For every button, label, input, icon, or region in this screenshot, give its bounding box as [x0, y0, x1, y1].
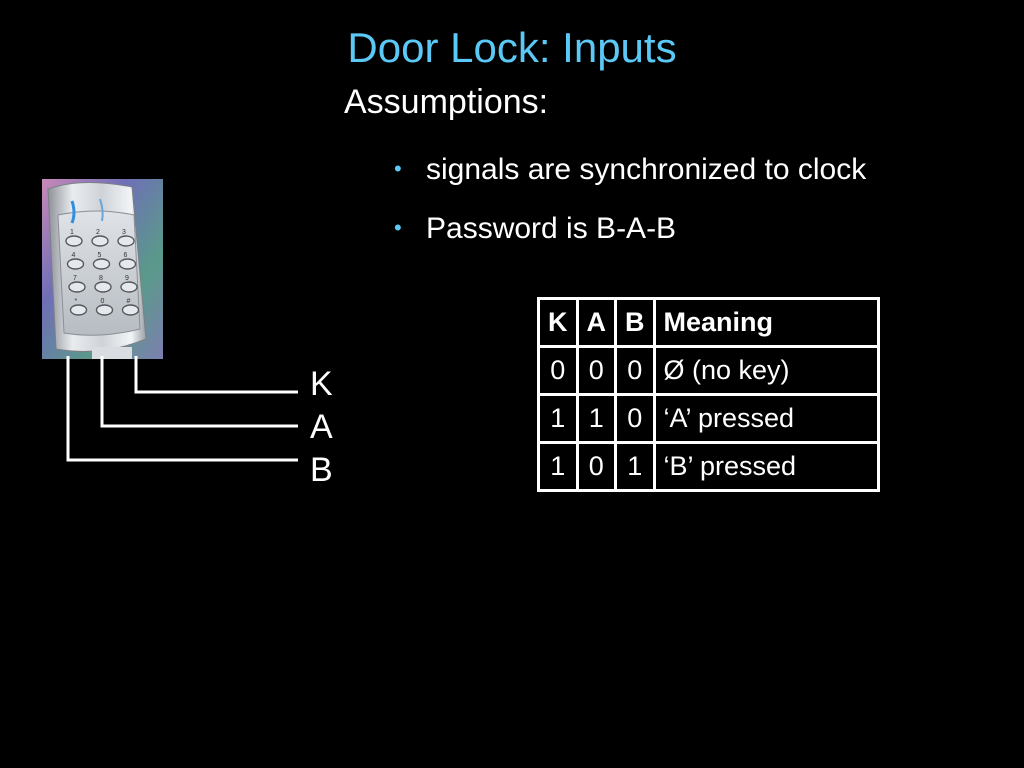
- column-header-k: K: [537, 297, 579, 348]
- assumption-text: Password is B-A-B: [426, 212, 677, 245]
- table-cell: 1: [575, 393, 617, 444]
- keypad-key: [121, 304, 140, 316]
- keypad-key-label: 5: [98, 252, 102, 259]
- table-cell: 0: [537, 345, 579, 396]
- keypad-key-label: 1: [70, 229, 74, 236]
- keypad-key-label: 3: [122, 229, 126, 236]
- table-cell-meaning: Ø (no key): [652, 345, 880, 396]
- keypad-key-label: 8: [99, 275, 103, 282]
- input-truth-table: K A B Meaning 0 0 0 Ø (no key) 1 1 0 ‘A’…: [537, 297, 880, 492]
- table-cell: 0: [614, 345, 656, 396]
- signal-label-b: B: [310, 451, 333, 489]
- keypad-key-label: #: [127, 298, 131, 305]
- keypad-image: 1 2 3 4 5 6 7 8 9 * 0 #: [42, 179, 163, 359]
- signal-label-a: A: [310, 408, 333, 446]
- column-header-a: A: [575, 297, 617, 348]
- table-cell: 1: [537, 393, 579, 444]
- table-header-row: K A B Meaning: [537, 297, 880, 348]
- keypad-key-label: 2: [96, 229, 100, 236]
- keypad-key: [95, 304, 114, 316]
- keypad-key: [118, 258, 137, 270]
- keypad-key-label: 6: [124, 252, 128, 259]
- keypad-key-label: 9: [125, 275, 129, 282]
- table-cell-meaning: ‘A’ pressed: [652, 393, 880, 444]
- keypad-key-label: 0: [101, 298, 105, 305]
- table-cell: 0: [614, 393, 656, 444]
- table-cell: 0: [575, 441, 617, 492]
- table-cell: 1: [537, 441, 579, 492]
- assumption-text: signals are synchronized to clock: [426, 153, 867, 186]
- wire-b: [66, 356, 298, 462]
- keypad-key-label: 7: [73, 275, 77, 282]
- slide-title: Door Lock: Inputs: [347, 24, 677, 71]
- keypad-key-label: 4: [72, 252, 76, 259]
- table-cell: 0: [575, 345, 617, 396]
- assumption-item: • Password is B-A-B: [394, 199, 866, 258]
- keypad-key: [65, 235, 83, 247]
- signal-label-k: K: [310, 365, 333, 403]
- assumption-item: • signals are synchronized to clock: [394, 140, 866, 199]
- keypad-keys: 1 2 3 4 5 6 7 8 9 * 0 #: [65, 229, 140, 316]
- bullet-dot-icon: •: [394, 215, 402, 240]
- table-cell-meaning: ‘B’ pressed: [652, 441, 880, 492]
- keypad-key: [66, 258, 85, 270]
- column-header-b: B: [614, 297, 656, 348]
- table-cell: 1: [614, 441, 656, 492]
- keypad-key: [69, 304, 88, 316]
- signal-wires: [66, 356, 298, 462]
- keypad-key: [91, 235, 109, 247]
- assumptions-heading: Assumptions:: [344, 83, 549, 121]
- column-header-meaning: Meaning: [652, 297, 880, 348]
- keypad-key: [68, 281, 86, 293]
- table-row: 1 0 1 ‘B’ pressed: [537, 441, 880, 492]
- assumptions-list: • signals are synchronized to clock • Pass…: [394, 140, 866, 258]
- table-row: 1 1 0 ‘A’ pressed: [537, 393, 880, 444]
- keypad-key: [92, 258, 111, 270]
- bullet-dot-icon: •: [394, 156, 402, 181]
- table-row: 0 0 0 Ø (no key): [537, 345, 880, 396]
- keypad-key-label: *: [75, 298, 78, 305]
- wire-a: [100, 356, 298, 428]
- keypad-key: [117, 235, 135, 247]
- keypad-key: [94, 281, 112, 293]
- keypad-key: [120, 281, 138, 293]
- wire-k: [134, 356, 298, 394]
